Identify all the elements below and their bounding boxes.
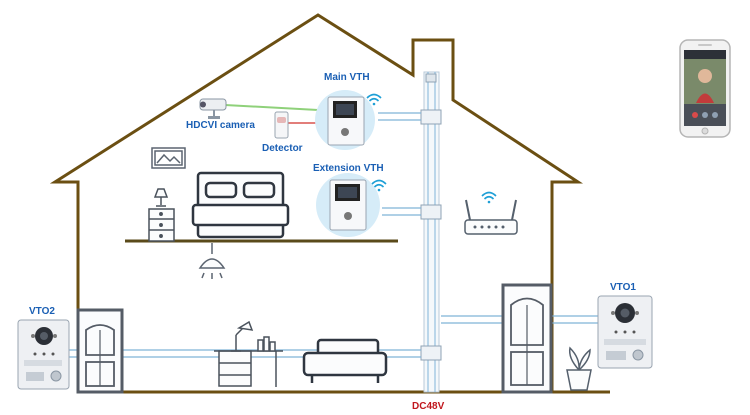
vto2-device xyxy=(17,319,70,390)
door-icon xyxy=(501,283,553,394)
ceiling-light-icon xyxy=(198,243,226,279)
sofa-icon xyxy=(302,338,388,383)
extension-vth-label: Extension VTH xyxy=(313,163,384,174)
main-vth xyxy=(315,90,375,150)
router-icon xyxy=(464,199,518,235)
wire-riser xyxy=(420,71,442,393)
vto2-label: VTO2 xyxy=(29,306,55,317)
detector-label: Detector xyxy=(262,143,303,154)
desk-icon xyxy=(214,336,283,387)
bed-icon xyxy=(191,171,290,239)
camera-icon xyxy=(199,98,227,119)
main-vth-label: Main VTH xyxy=(324,72,370,83)
door-icon xyxy=(76,308,124,394)
wifi-icon xyxy=(481,191,497,204)
vto1-device xyxy=(597,295,653,369)
picture-frame-icon xyxy=(151,147,186,169)
camera-wire xyxy=(224,104,319,111)
dc48v-label: DC48V xyxy=(412,401,445,412)
wifi-icon xyxy=(371,179,387,192)
extension-vth xyxy=(316,173,380,237)
hdcvi-camera-label: HDCVI camera xyxy=(186,120,255,131)
vto1-label: VTO1 xyxy=(610,282,636,293)
wifi-icon xyxy=(366,93,382,106)
lamp-icon xyxy=(231,320,254,352)
house-outline xyxy=(49,13,584,392)
detector-icon xyxy=(274,111,289,139)
phone-icon xyxy=(679,39,731,138)
plant-icon xyxy=(566,346,592,391)
nightstand-icon xyxy=(148,188,175,242)
